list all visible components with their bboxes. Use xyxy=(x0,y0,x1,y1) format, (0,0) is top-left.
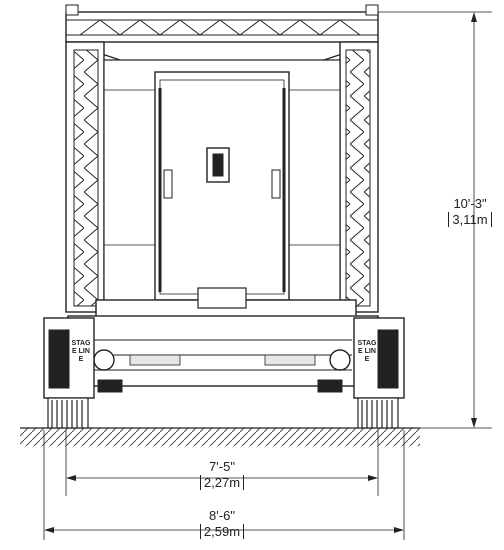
chassis xyxy=(67,287,379,393)
right-outrigger xyxy=(353,317,405,429)
stageline-logo-right: STAGE LINE xyxy=(357,340,377,363)
center-door xyxy=(154,71,290,301)
dimension-height xyxy=(378,11,492,429)
height-metric: 3,11m xyxy=(448,212,492,227)
height-dimension-label: 10'-3" 3,11m xyxy=(438,196,502,228)
overall-width-imperial: 8'-6" xyxy=(209,508,235,523)
inner-width-imperial: 7'-5" xyxy=(209,459,235,474)
inner-width-dimension-label: 7'-5" 2,27m xyxy=(180,459,264,491)
stageline-logo-left: STAGE LINE xyxy=(71,340,91,363)
height-imperial: 10'-3" xyxy=(453,196,487,211)
right-tower xyxy=(339,41,379,313)
dimension-overall-width xyxy=(43,430,405,540)
ground xyxy=(20,427,420,446)
left-tower xyxy=(65,41,105,313)
dimension-inner-width xyxy=(65,430,379,496)
top-truss xyxy=(65,4,379,61)
inner-width-metric: 2,27m xyxy=(199,475,245,490)
left-outrigger xyxy=(43,317,95,429)
overall-width-dimension-label: 8'-6" 2,59m xyxy=(180,508,264,540)
overall-width-metric: 2,59m xyxy=(199,524,245,539)
